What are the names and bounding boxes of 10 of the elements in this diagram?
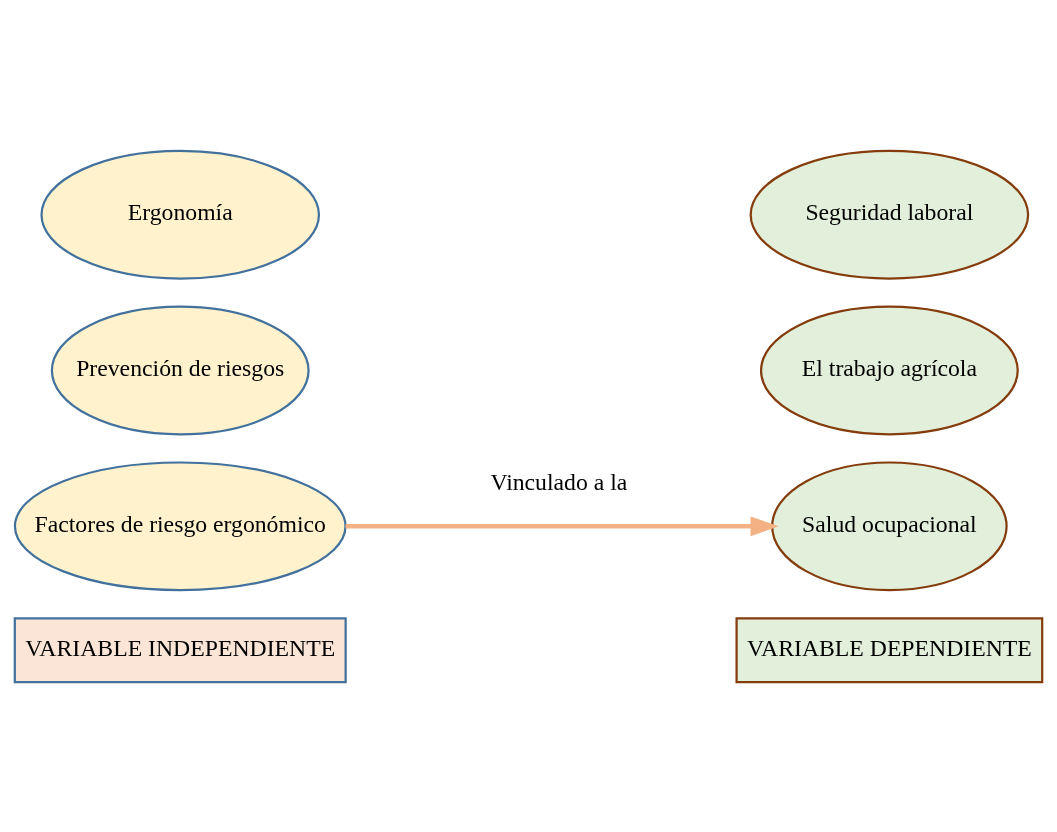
node-box: VARIABLE DEPENDIENTE xyxy=(735,616,1044,683)
node-ellipse: Factores de riesgo ergonómico xyxy=(13,460,347,591)
node-ellipse: Ergonomía xyxy=(40,149,321,280)
edge-label: Vinculado a la xyxy=(490,468,628,495)
node-box: VARIABLE INDEPENDIENTE xyxy=(13,616,347,683)
node-ellipse: El trabajo agrícola xyxy=(759,305,1019,435)
arrow xyxy=(345,515,779,536)
node-ellipse: Prevención de riesgos xyxy=(50,305,310,435)
node-ellipse: Salud ocupacional xyxy=(771,460,1008,591)
node-ellipse: Seguridad laboral xyxy=(749,149,1030,280)
